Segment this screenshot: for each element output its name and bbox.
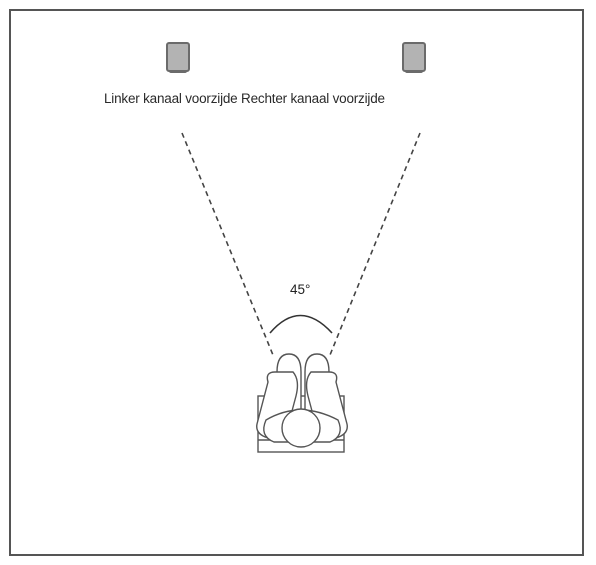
right-sight-line — [329, 132, 421, 356]
front-right-speaker-label: Rechter kanaal voorzijde — [241, 91, 385, 106]
front-right-speaker-icon — [402, 42, 426, 73]
front-left-speaker-label: Linker kanaal voorzijde — [104, 91, 238, 106]
listener-head-icon — [281, 408, 321, 448]
speaker-labels: Linker kanaal voorzijde Rechter kanaal v… — [104, 91, 385, 106]
front-left-speaker-icon — [166, 42, 190, 73]
room-outline — [9, 9, 584, 556]
angle-label: 45° — [290, 282, 311, 297]
left-sight-line — [181, 132, 274, 356]
angle-arc — [269, 314, 333, 334]
